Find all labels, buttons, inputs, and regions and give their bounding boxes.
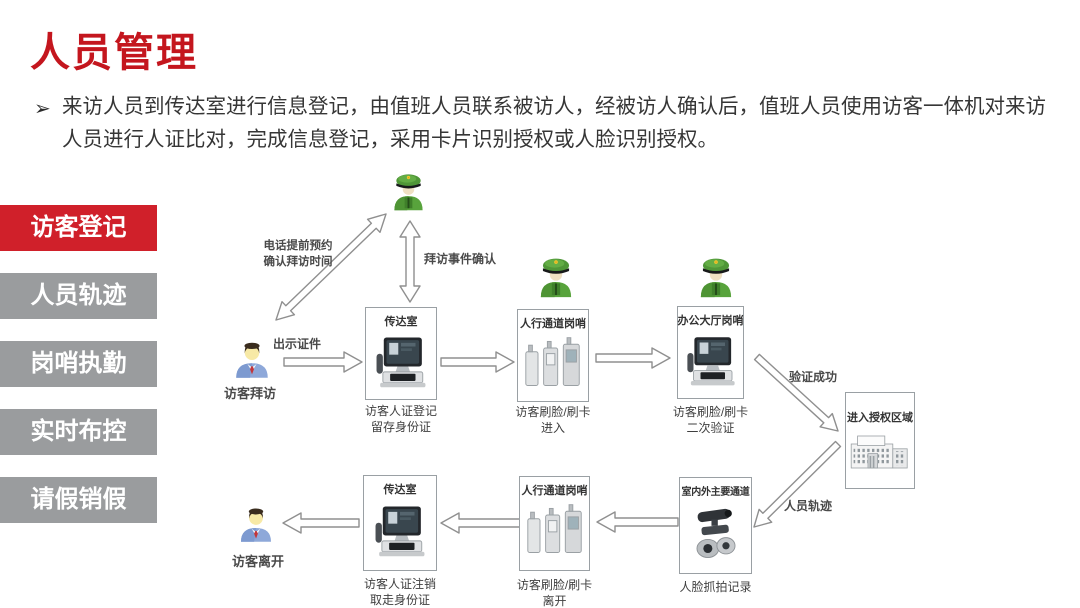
arrow-to-walk-channel — [440, 351, 515, 373]
arrow-to-walk-exit — [596, 511, 679, 533]
guard-icon — [694, 252, 738, 301]
arrow-to-office-hall — [595, 347, 671, 369]
box-walk-channel-exit-title: 人行通道岗哨 — [521, 485, 588, 497]
label-verify-success: 验证成功 — [788, 370, 837, 384]
visitor-kiosk-icon — [683, 329, 739, 391]
bullet-arrow-icon: ➢ — [34, 98, 51, 120]
box-reception: 传达室 — [365, 307, 437, 400]
sidebar-item-person-trajectory[interactable]: 人员轨迹 — [0, 273, 157, 319]
visitor-leave-icon — [236, 497, 276, 549]
surveillance-cameras-icon — [687, 499, 745, 569]
label-phone-appointment: 电话提前预约 确认拜访时间 — [263, 240, 333, 268]
bullet-text: 来访人员到传达室进行信息登记，由值班人员联系被访人，经被访人确认后，值班人员使用… — [62, 95, 1046, 151]
box-main-channel-title: 室内外主要通道 — [681, 487, 750, 498]
box-walk-channel-exit: 人行通道岗哨 — [519, 476, 590, 571]
caption-reception: 访客人证登记 留存身份证 — [364, 404, 437, 435]
turnstile-gate-icon — [523, 332, 583, 394]
box-main-channel: 室内外主要通道 — [679, 477, 752, 574]
box-authorized-area-title: 进入授权区域 — [847, 412, 913, 424]
visitor-arrive-label: 访客拜访 — [223, 386, 276, 401]
label-show-id: 出示证件 — [272, 337, 321, 351]
box-office-hall: 办公大厅岗哨 — [677, 306, 744, 399]
sidebar-item-leave-cancel[interactable]: 请假销假 — [0, 477, 157, 523]
caption-walk-channel-exit: 访客刷脸/刷卡 离开 — [516, 578, 593, 608]
visitor-kiosk-icon — [372, 330, 430, 392]
caption-walk-channel: 访客刷脸/刷卡 进入 — [515, 405, 591, 436]
page-title: 人员管理 — [30, 31, 198, 75]
label-person-trajectory: 人员轨迹 — [783, 499, 832, 513]
arrow-to-visitor-leave — [282, 512, 360, 534]
box-walk-channel-title: 人行通道岗哨 — [520, 318, 586, 330]
caption-office-hall: 访客刷脸/刷卡 二次验证 — [672, 405, 749, 436]
sidebar-item-visitor-registration[interactable]: 访客登记 — [0, 205, 157, 251]
visitor-kiosk-icon — [371, 498, 429, 562]
caption-main-channel: 人脸抓拍记录 — [679, 580, 752, 594]
arrow-show-id — [283, 351, 363, 373]
visitor-leave-label: 访客离开 — [231, 554, 284, 569]
box-authorized-area: 进入授权区域 — [845, 392, 915, 489]
box-walk-channel: 人行通道岗哨 — [517, 309, 589, 402]
sidebar-item-sentry-duty[interactable]: 岗哨执勤 — [0, 341, 157, 387]
box-reception-exit: 传达室 — [363, 475, 437, 571]
box-reception-title: 传达室 — [384, 316, 418, 328]
sidebar-item-realtime-control[interactable]: 实时布控 — [0, 409, 157, 455]
guard-icon — [534, 252, 578, 301]
box-office-hall-title: 办公大厅岗哨 — [677, 315, 744, 327]
caption-reception-exit: 访客人证注销 取走身份证 — [363, 577, 436, 608]
building-icon — [848, 426, 912, 478]
arrow-to-reception-exit — [440, 512, 522, 534]
guard-icon — [388, 168, 429, 214]
turnstile-gate-icon — [525, 499, 585, 561]
box-reception-exit-title: 传达室 — [383, 484, 417, 496]
label-visit-confirm: 拜访事件确认 — [423, 252, 496, 266]
